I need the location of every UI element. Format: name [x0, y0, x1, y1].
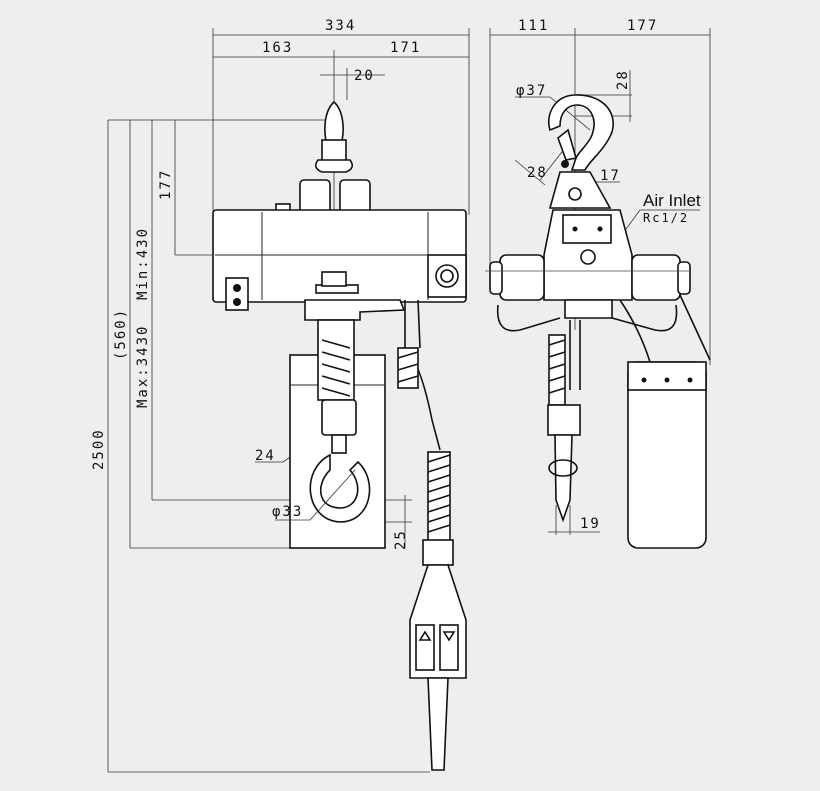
- side-view-dimensions: 111 177 28 φ37 28 17 19 Air Inlet Rc1/2: [489, 18, 711, 535]
- dim-top-hook-height: 28: [615, 69, 631, 90]
- dim-side-left-width: 111: [518, 18, 549, 34]
- air-inlet-label: Air Inlet: [643, 191, 701, 210]
- dim-overall-width: 334: [325, 18, 356, 34]
- pendant-control: [409, 539, 467, 771]
- dim-hook-bottom: 25: [393, 529, 409, 550]
- side-view-hoist: [485, 94, 711, 549]
- air-inlet-spec: Rc1/2: [643, 211, 689, 225]
- dim-top-hook-offset: 17: [600, 168, 621, 184]
- dim-bottom-hook-offset: 19: [580, 516, 601, 532]
- dim-min-lift: Min:430: [135, 227, 151, 300]
- dim-side-right-width: 177: [627, 18, 658, 34]
- dim-top-hook-diameter: φ37: [516, 83, 547, 99]
- dim-hook-to-center: 177: [158, 169, 174, 200]
- dim-right-width: 171: [390, 40, 421, 56]
- dim-headroom: (560): [113, 308, 129, 360]
- front-view-dimensions: 334 163 171 20 2500 (560) Max:3430 Min:4…: [91, 18, 470, 773]
- dim-top-hook-throat: 28: [527, 165, 548, 181]
- dim-hook-offset: 20: [354, 68, 375, 84]
- dim-left-width: 163: [262, 40, 293, 56]
- dim-max-lift: Max:3430: [135, 325, 151, 408]
- dim-hook-diameter: φ33: [272, 504, 303, 520]
- dim-pendant-length: 2500: [91, 428, 107, 470]
- hook-diameter-callout: φ33: [272, 469, 356, 521]
- dim-hook-throat: 24: [255, 448, 276, 464]
- coiled-air-hose: [397, 347, 451, 543]
- front-view-hoist: [212, 100, 467, 771]
